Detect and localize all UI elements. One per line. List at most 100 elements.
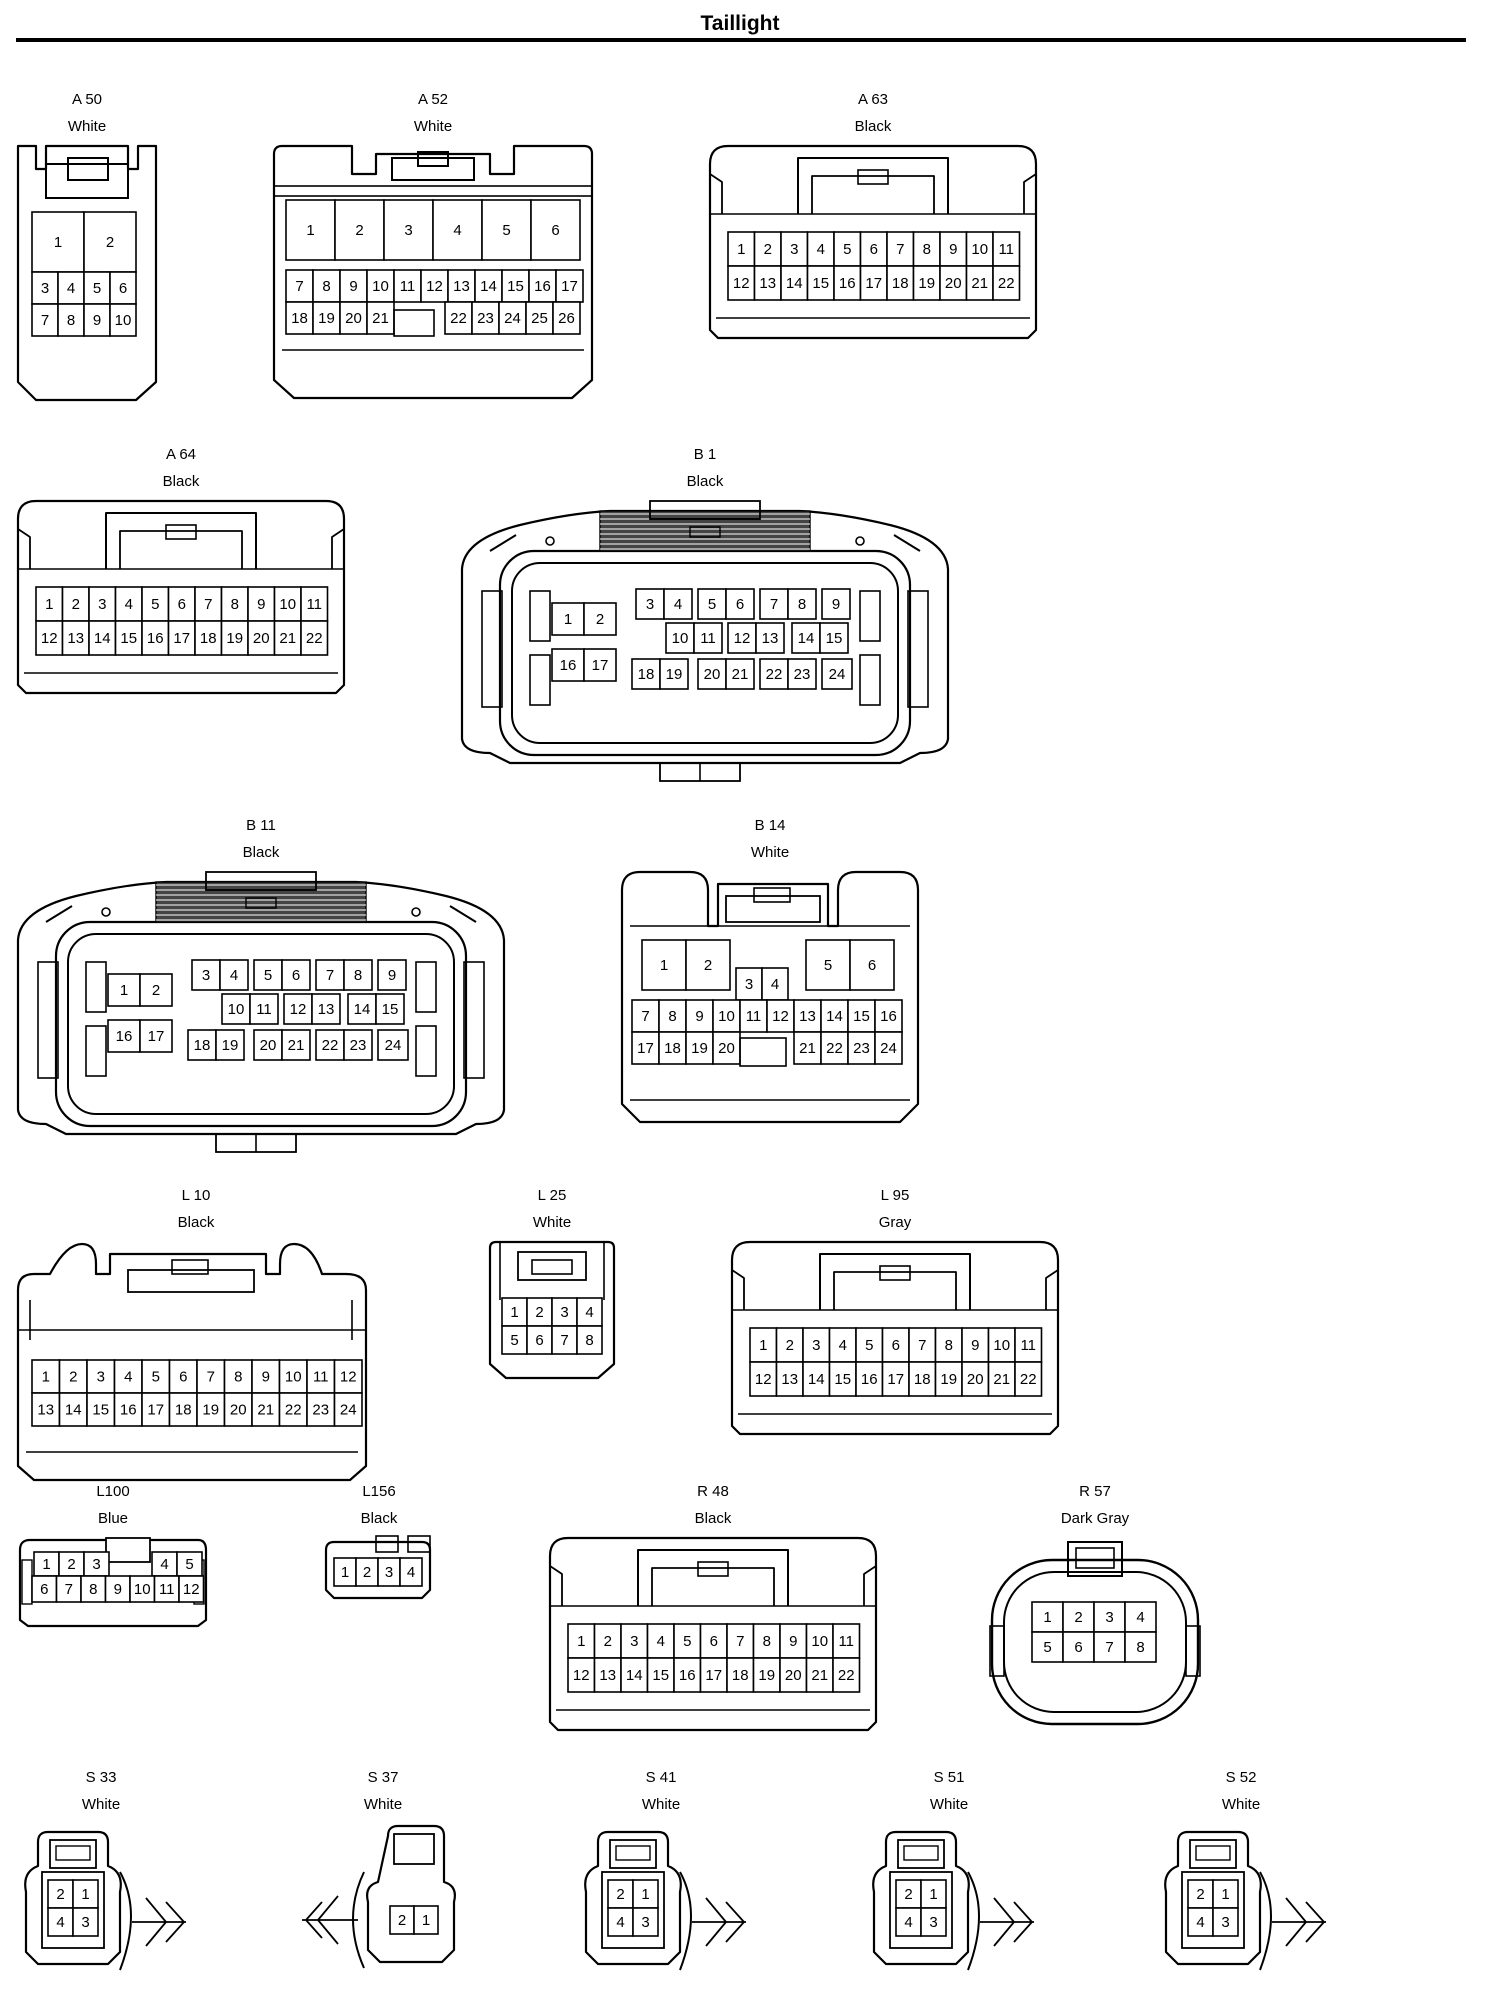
pin-number: 18 [732,1667,749,1684]
housing-outline [205,871,317,891]
pin-cell-border [114,620,143,656]
pin-cell: 4 [57,271,85,305]
pin-cell-border [498,301,527,335]
pin-cell-border [593,1623,622,1659]
pin-number: 1 [81,1886,89,1903]
pin-cell: 1 [920,1879,947,1909]
housing-outline [615,1845,651,1861]
pin-cell: 11 [153,1575,180,1603]
pin-number: 4 [124,1368,132,1385]
pin-cell-border [632,1879,659,1909]
pin-cell: 2 [61,586,90,622]
pin-cell: 20 [779,1657,808,1693]
connector-color: Dark Gray [1060,1510,1130,1527]
housing-outline [739,1037,787,1067]
pin-cell: 5 [855,1327,884,1363]
pin-number: 3 [385,1564,393,1581]
pin-cell-border [832,1657,861,1693]
pin-number: 1 [45,596,53,613]
pin-cell: 12 [567,1657,596,1693]
pin-cell: 2 [895,1879,922,1909]
pin-number: 6 [551,222,559,239]
housing-outline [980,1897,1034,1947]
pin-cell: 9 [779,1623,808,1659]
pin-number: 3 [560,1304,568,1321]
pin-number: 2 [616,1886,624,1903]
housing-outline [67,933,455,1115]
pin-cell-border [646,1623,675,1659]
pin-cell-border [61,620,90,656]
pin-cell: 20 [223,1392,253,1427]
pin-cell-border [285,199,336,261]
pin-cell: 5 [501,1325,528,1355]
pin-cell-border [481,199,532,261]
pin-cell: 3 [377,1557,401,1587]
pin-cell-border [383,199,434,261]
pin-number: 8 [763,1633,771,1650]
pin-number: 13 [67,630,84,647]
pin-number: 2 [398,1912,406,1929]
pin-cell-border [1014,1327,1043,1363]
pin-number: 11 [306,596,322,613]
pin-number: 10 [718,1008,735,1025]
pin-cell: 9 [251,1359,281,1394]
pin-cell: 14 [58,1392,88,1427]
pin-cell: 6 [530,199,581,261]
pin-cell-border [755,622,785,654]
pin-cell-border [912,231,941,267]
pin-cell: 20 [247,620,276,656]
pin-number: 9 [832,596,840,613]
pin-cell-border [685,1031,714,1065]
pin-number: 19 [666,666,683,683]
pin-cell: 19 [312,301,341,335]
pin-cell-border [583,648,617,682]
pin-number: 17 [887,1371,904,1388]
pin-number: 2 [72,596,80,613]
pin-cell-border [663,588,693,620]
pin-cell: 13 [753,265,782,301]
pin-cell-border [939,231,968,267]
pin-cell: 10 [987,1327,1016,1363]
mount-hole [545,536,555,546]
pin-cell: 19 [912,265,941,301]
housing-outline [415,961,437,1013]
housing-outline [1164,1830,1262,1966]
pin-cell: 1 [72,1879,99,1909]
pin-cell-border [821,588,851,620]
connector-code: S 51 [933,1769,965,1786]
pin-number: 5 [93,280,101,297]
pin-number: 2 [704,957,712,974]
pin-cell: 13 [61,620,90,656]
housing-outline [45,163,129,199]
pin-cell: 19 [934,1361,963,1397]
pin-number: 10 [228,1001,245,1018]
pin-cell-border [847,999,876,1033]
pin-number: 9 [114,1581,122,1598]
pin-cell: 17 [141,1392,171,1427]
pin-number: 9 [695,1008,703,1025]
pin-number: 22 [766,666,783,683]
pin-number: 9 [262,1368,270,1385]
housing-outline [511,562,899,744]
pin-number: 11 [838,1633,854,1650]
pin-cell-border [934,1361,963,1397]
connector-code: B 14 [754,817,786,834]
pin-number: 7 [1105,1639,1113,1656]
connector-color: Black [360,1510,398,1527]
pin-cell: 19 [752,1657,781,1693]
pin-cell: 14 [474,269,503,303]
pin-number: 4 [839,1337,847,1354]
pin-number: 12 [41,630,58,647]
pin-cell: 2 [526,1297,553,1327]
pin-cell: 2 [753,231,782,267]
pin-cell: 3 [86,1359,116,1394]
pin-cell-border [113,1392,143,1427]
pin-number: 23 [477,310,494,327]
pin-cell: 21 [366,301,395,335]
pin-cell-border [311,993,341,1025]
pin-cell: 4 [806,231,835,267]
